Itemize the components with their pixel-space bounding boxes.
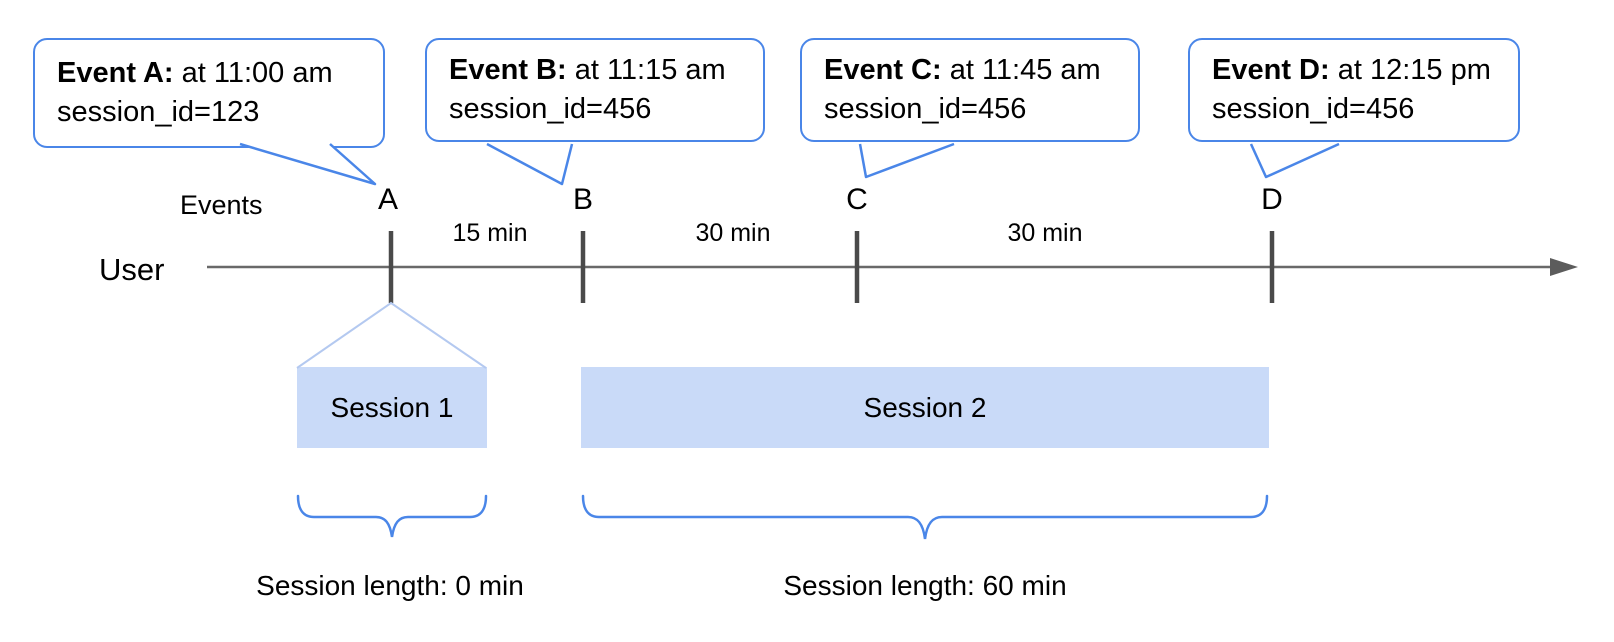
- event-c-callout-line2: session_id=456: [824, 93, 1027, 125]
- event-c-callout-tail: [858, 142, 955, 179]
- session-1-box: Session 1: [297, 367, 487, 448]
- interval-a-b-label: 15 min: [452, 219, 528, 247]
- session-2-label: Session 2: [863, 391, 987, 423]
- timeline-arrowhead-icon: [1550, 258, 1578, 276]
- event-b-callout: Event B: at 11:15 am session_id=456: [425, 38, 765, 142]
- session-1-length-label: Session length: 0 min: [256, 570, 524, 601]
- event-a-callout-line1: Event A: at 11:00 am: [57, 57, 333, 89]
- event-a-callout-line2: session_id=123: [57, 96, 260, 128]
- events-axis-label: Events: [180, 190, 263, 220]
- event-d-callout: Event D: at 12:15 pm session_id=456: [1188, 38, 1520, 142]
- interval-b-c-label: 30 min: [695, 219, 771, 247]
- event-c-callout: Event C: at 11:45 am session_id=456: [800, 38, 1140, 142]
- event-b-callout-tail: [486, 142, 574, 186]
- event-d-callout-line2: session_id=456: [1212, 93, 1415, 125]
- event-d-callout-tail: [1249, 142, 1340, 179]
- session-1-label: Session 1: [330, 391, 454, 423]
- session-1-funnel: [296, 301, 487, 369]
- event-a-callout-tail: [239, 142, 377, 186]
- event-a-letter: A: [377, 183, 399, 216]
- session-2-length-label: Session length: 60 min: [783, 570, 1067, 601]
- event-d-letter: D: [1261, 183, 1283, 216]
- event-b-callout-line2: session_id=456: [449, 93, 652, 125]
- event-d-callout-line1: Event D: at 12:15 pm: [1212, 54, 1491, 86]
- user-axis-label: User: [99, 252, 165, 287]
- session-2-brace: [581, 494, 1269, 540]
- session-2-box: Session 2: [581, 367, 1269, 448]
- event-b-letter: B: [572, 183, 594, 216]
- event-c-callout-line1: Event C: at 11:45 am: [824, 54, 1101, 86]
- event-a-callout: Event A: at 11:00 am session_id=123: [33, 38, 385, 148]
- interval-c-d-label: 30 min: [1007, 219, 1083, 247]
- session-1-brace: [296, 494, 488, 538]
- event-c-letter: C: [846, 183, 868, 216]
- event-b-callout-line1: Event B: at 11:15 am: [449, 54, 726, 86]
